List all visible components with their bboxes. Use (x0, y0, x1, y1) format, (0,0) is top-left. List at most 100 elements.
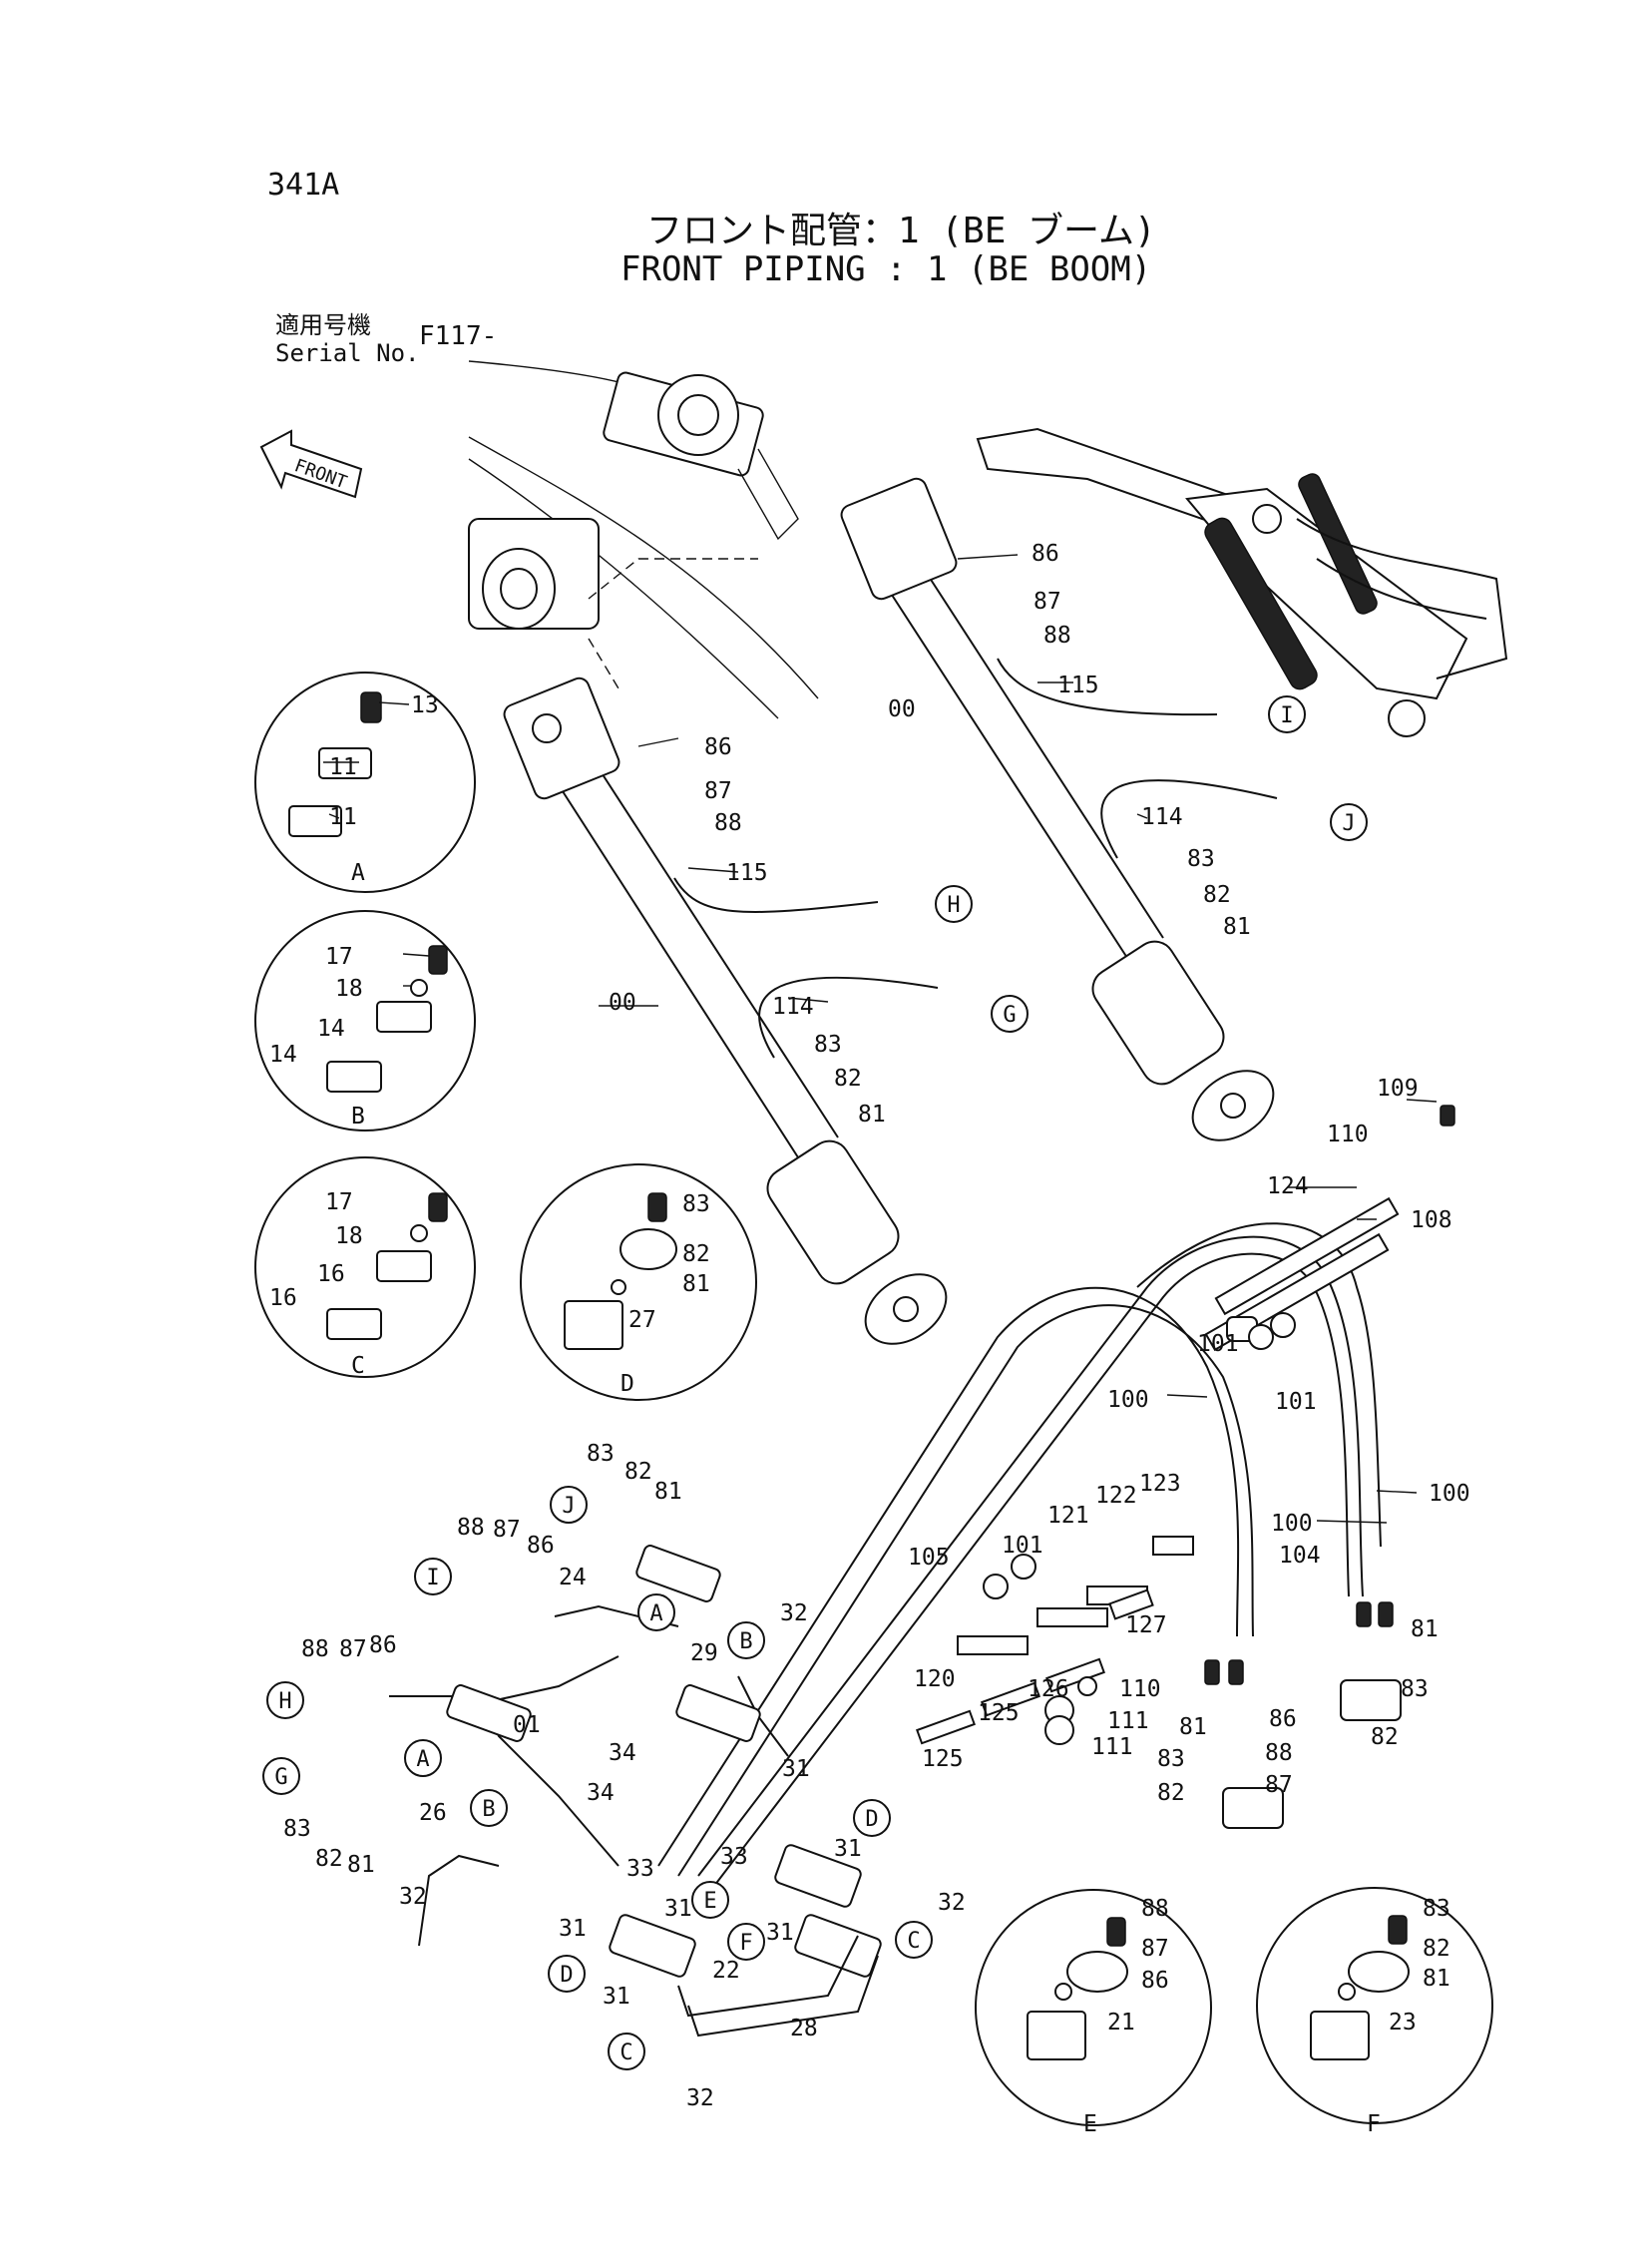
callout-c108: 82 (1423, 1936, 1450, 1962)
callout-c81: 86 (369, 1632, 397, 1658)
callout-c74: 87 (493, 1517, 521, 1543)
callout-c73: 88 (457, 1515, 485, 1541)
callout-c57: 125 (978, 1700, 1020, 1726)
callout-c46: 100 (1429, 1481, 1470, 1507)
callout-c60: 125 (922, 1746, 964, 1772)
page-code: 341A (267, 168, 340, 203)
callout-c14: C (351, 1353, 365, 1379)
connector-k11: G (262, 1757, 300, 1795)
callout-c38: 109 (1377, 1076, 1419, 1102)
callout-c11: 18 (335, 1223, 363, 1249)
title-japanese: フロント配管：1 (BE ブーム) (646, 211, 1156, 251)
callout-c18: 27 (628, 1307, 656, 1333)
callout-c47: 104 (1279, 1543, 1321, 1569)
right-boom-cylinder (840, 477, 1278, 1141)
callout-c88: 81 (347, 1852, 375, 1878)
detail-circle-b (254, 910, 476, 1132)
callout-c31: 88 (1043, 623, 1071, 649)
detail-circle-d (520, 1163, 757, 1401)
callout-c41: 108 (1411, 1207, 1452, 1233)
callout-c7: 14 (317, 1016, 345, 1042)
svg-text:G: G (1003, 1003, 1016, 1028)
callout-c16: 82 (682, 1241, 710, 1267)
callout-c5: 17 (325, 944, 353, 970)
callout-c95: 31 (603, 1984, 630, 2010)
detail-circle-e (975, 1889, 1212, 2126)
callout-c68: 82 (1157, 1780, 1185, 1806)
callout-c2: 11 (329, 754, 357, 780)
callout-c8: 14 (269, 1042, 297, 1068)
callout-c82: 01 (513, 1712, 541, 1738)
callout-c97: 31 (834, 1836, 862, 1862)
svg-text:J: J (1342, 811, 1355, 836)
connector-k10: A (404, 1739, 442, 1777)
callout-c72: 81 (654, 1479, 682, 1505)
callout-c55: 126 (1028, 1676, 1069, 1702)
serial-label-english: Serial No. (275, 339, 420, 367)
svg-text:D: D (865, 1807, 878, 1832)
callout-c107: 83 (1423, 1896, 1450, 1922)
svg-text:I: I (1280, 703, 1293, 728)
svg-text:C: C (907, 1929, 920, 1954)
callout-c105: 21 (1107, 2010, 1135, 2036)
callout-c50: 121 (1047, 1503, 1089, 1529)
callout-c69: 87 (1265, 1772, 1293, 1798)
callout-c65: 86 (1269, 1706, 1297, 1732)
callout-c29: 86 (1032, 541, 1059, 567)
loose-small-parts (916, 1105, 1455, 1829)
callout-c75: 86 (527, 1533, 555, 1559)
callout-c35: 83 (1187, 846, 1215, 872)
connector-k17: D (548, 1955, 586, 1993)
svg-text:J: J (562, 1494, 575, 1519)
connector-k9: H (266, 1681, 304, 1719)
callout-c94: 33 (720, 1844, 748, 1870)
svg-text:C: C (620, 2040, 632, 2065)
excavator-overview-sketch (976, 427, 1508, 737)
connector-k18: C (608, 2033, 645, 2070)
callout-c15: 83 (682, 1191, 710, 1217)
callout-c20: 86 (704, 734, 732, 760)
svg-text:A: A (649, 1601, 662, 1626)
callout-c21: 87 (704, 778, 732, 804)
callout-c86: 83 (283, 1816, 311, 1842)
serial-value: F117- (419, 321, 498, 351)
callout-c26: 83 (814, 1032, 842, 1058)
callout-c54: 120 (914, 1666, 956, 1692)
callout-c22: 88 (714, 810, 742, 836)
svg-text:I: I (426, 1566, 439, 1590)
callout-c40: 124 (1267, 1173, 1309, 1199)
detail-circle-f (1256, 1887, 1493, 2124)
svg-text:G: G (274, 1765, 287, 1790)
callout-c80: 87 (339, 1636, 367, 1662)
callout-c6: 18 (335, 976, 363, 1002)
callout-c67: 88 (1265, 1740, 1293, 1766)
callout-c30: 87 (1033, 589, 1061, 615)
callout-c52: 105 (908, 1545, 950, 1571)
callout-c66: 83 (1157, 1746, 1185, 1772)
callout-c93: 31 (664, 1896, 692, 1922)
hose-routing (657, 1196, 1400, 1887)
callout-c99: 28 (790, 2016, 818, 2041)
callout-c4: A (351, 860, 365, 886)
callout-c56: 110 (1119, 1676, 1161, 1702)
callout-c62: 83 (1401, 1676, 1429, 1702)
callout-c28: 81 (858, 1102, 886, 1128)
callout-c79: 88 (301, 1636, 329, 1662)
callout-c111: F (1367, 2111, 1381, 2137)
callout-c17: 81 (682, 1271, 710, 1297)
callout-c89: 26 (419, 1800, 447, 1826)
callout-c23: 115 (726, 860, 768, 886)
connector-k5: J (550, 1486, 588, 1524)
callout-c13: 16 (269, 1285, 297, 1311)
connector-k12: B (470, 1789, 508, 1827)
callout-c37: 81 (1223, 914, 1251, 940)
callout-c34: 114 (1141, 804, 1183, 830)
callout-c45: 100 (1271, 1511, 1313, 1537)
svg-text:H: H (947, 893, 960, 918)
callout-labels: 131111A17181414B17181616C83828127D868788… (269, 541, 1470, 2137)
svg-text:E: E (703, 1889, 716, 1914)
connector-k1: H (935, 885, 973, 923)
connector-k15: F (727, 1923, 765, 1961)
